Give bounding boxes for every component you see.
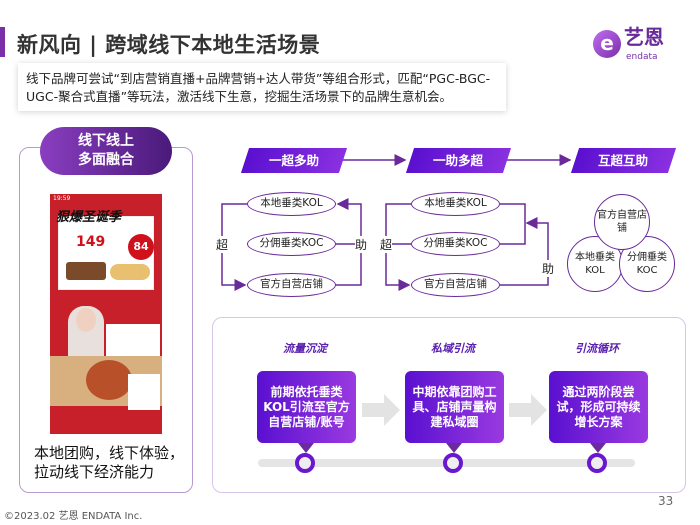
timeline-dot xyxy=(295,453,315,473)
logo-mark: e xyxy=(593,30,621,58)
label-chao: 超 xyxy=(380,236,393,253)
arrow-right-icon xyxy=(362,394,400,426)
stage-1-title: 流量沉淀 xyxy=(283,342,327,355)
node-kol: 本地垂类KOL xyxy=(247,192,336,216)
phone-time: 19:59 xyxy=(53,195,71,202)
logo-en: endata xyxy=(626,52,658,62)
node-kol: 本地垂类KOL xyxy=(411,192,500,216)
mode-3-label: 互超互助 xyxy=(598,153,649,168)
mode-3-header: 互超互助 xyxy=(570,148,677,173)
stage-2-box: 中期依靠团购工具、店铺声量构建私域圈 xyxy=(405,371,504,443)
node-koc: 分佣垂类KOC xyxy=(247,232,336,256)
card-pill: 线下线上 多面融合 xyxy=(40,127,172,175)
page-title: 新风向 | 跨域线下本地生活场景 xyxy=(17,33,321,57)
pointer xyxy=(446,443,462,453)
stage-3-title: 引流循环 xyxy=(575,342,619,355)
pill-line2: 多面融合 xyxy=(78,152,134,168)
flow-connectors xyxy=(221,154,572,291)
pill-line1: 线下线上 xyxy=(78,133,134,149)
node-store: 官方自营店铺 xyxy=(247,273,336,297)
node-store: 官方自营店铺 xyxy=(411,273,500,297)
logo-cn: 艺恩 xyxy=(624,25,664,49)
pointer xyxy=(298,443,314,453)
mode-1-header: 一超多助 xyxy=(240,148,348,173)
title-accent-bar xyxy=(0,27,5,57)
mode-1-label: 一超多助 xyxy=(268,153,319,168)
stages-panel xyxy=(212,317,686,493)
endata-logo: e 艺恩 endata xyxy=(593,25,673,65)
label-zhu: 助 xyxy=(542,260,555,277)
mode-2-label: 一助多超 xyxy=(433,153,484,168)
description-box: 线下品牌可尝试“到店营销直播+品牌营销+达人带货”等组合形式，匹配“PGC-BG… xyxy=(18,63,506,111)
stage-3-box: 通过两阶段尝试，形成可持续增长方案 xyxy=(549,371,648,443)
circle-store: 官方自营店铺 xyxy=(594,194,650,250)
pointer xyxy=(590,443,606,453)
timeline-dot xyxy=(587,453,607,473)
price-1: 149 xyxy=(76,234,106,250)
label-chao: 超 xyxy=(216,236,229,253)
timeline-dot xyxy=(443,453,463,473)
copyright: ©2023.02 艺恩 ENDATA Inc. xyxy=(4,511,143,522)
caption-line1: 本地团购，线下体验， xyxy=(34,444,185,462)
mode-2-header: 一助多超 xyxy=(405,148,512,173)
stage-2-title: 私域引流 xyxy=(431,342,475,355)
caption-line2: 拉动线下经济能力 xyxy=(34,463,155,481)
price-2: 84 xyxy=(128,234,154,260)
livestream-screenshot: 19:59 狠爆圣诞季 149 84 xyxy=(50,194,162,434)
page-number: 33 xyxy=(658,494,674,508)
card-caption: 本地团购，线下体验， 拉动线下经济能力 xyxy=(34,444,184,482)
arrow-right-icon xyxy=(509,394,547,426)
promo-headline: 狠爆圣诞季 xyxy=(56,210,122,225)
node-koc: 分佣垂类KOC xyxy=(411,232,500,256)
stage-1-box: 前期依托垂类KOL引流至官方自营店铺/账号 xyxy=(257,371,356,443)
label-zhu: 助 xyxy=(355,236,368,253)
